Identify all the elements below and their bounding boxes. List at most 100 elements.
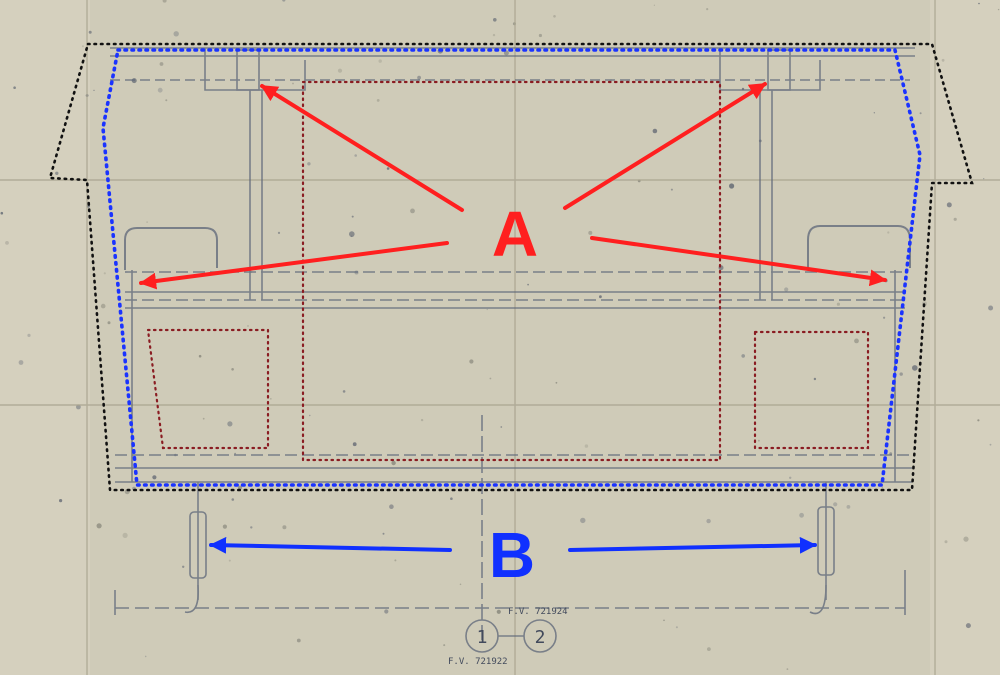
- paper-speck: [983, 178, 985, 180]
- paper-speck: [351, 215, 354, 218]
- paper-speck: [100, 303, 106, 309]
- paper-speck: [202, 417, 205, 420]
- paper-speck: [729, 183, 735, 189]
- paper-speck: [899, 372, 903, 376]
- paper-speck: [18, 360, 24, 365]
- paper-speck: [846, 505, 851, 509]
- paper-speck: [741, 354, 745, 358]
- paper-speck: [553, 14, 556, 18]
- paper-speck: [653, 4, 656, 6]
- paper-speck: [13, 86, 16, 89]
- paper-speck: [555, 381, 558, 384]
- paper-speck: [394, 559, 397, 562]
- paper-speck: [173, 31, 179, 37]
- paper-speck: [352, 442, 357, 447]
- paper-speck: [382, 532, 385, 535]
- paper-speck: [977, 419, 980, 422]
- paper-speck: [854, 338, 859, 344]
- reference-number-bottom: F.V. 721922: [448, 657, 508, 667]
- paper-speck: [222, 524, 227, 529]
- arrows-a: [139, 82, 887, 290]
- paper-speck: [496, 609, 501, 614]
- paper-speck: [76, 404, 81, 410]
- paper-speck: [231, 368, 234, 371]
- paper-speck: [599, 295, 602, 299]
- label-a: A: [492, 198, 538, 270]
- paper-speck: [157, 87, 163, 93]
- paper-speck: [410, 208, 415, 214]
- paper-speck: [580, 517, 586, 524]
- paper-speck: [493, 18, 497, 22]
- paper-speck: [789, 476, 792, 479]
- paper-speck: [450, 497, 453, 501]
- outline-blue-dotted: [101, 48, 922, 487]
- paper-speck: [81, 45, 84, 48]
- arrow-b-left: [209, 536, 452, 554]
- paper-speck: [354, 154, 358, 157]
- paper-speck: [234, 452, 237, 455]
- paper-speck: [386, 167, 390, 170]
- paper-speck: [503, 50, 509, 56]
- paper-speck: [307, 162, 311, 166]
- paper-speck: [378, 59, 382, 63]
- paper-speck: [786, 668, 789, 670]
- paper-speck: [953, 217, 957, 221]
- paper-speck: [988, 305, 994, 311]
- paper-speck: [337, 68, 343, 73]
- paper-speck: [758, 439, 760, 442]
- paper-speck: [707, 647, 711, 651]
- paper-speck: [459, 583, 462, 586]
- paper-speck: [282, 525, 287, 530]
- paper-speck: [813, 377, 817, 381]
- paper-speck: [349, 231, 355, 237]
- paper-speck: [389, 504, 394, 510]
- paper-speck: [107, 321, 111, 325]
- circle-label-1: 1: [477, 627, 488, 648]
- paper-speck: [883, 316, 886, 319]
- paper-speck: [247, 325, 249, 327]
- paper-speck: [384, 609, 389, 614]
- paper-speck: [887, 231, 890, 234]
- paper-speck: [227, 421, 233, 427]
- paper-speck: [165, 99, 168, 102]
- paper-speck: [799, 512, 804, 518]
- paper-speck: [963, 536, 969, 542]
- label-b: B: [489, 519, 535, 591]
- paper-speck: [59, 499, 63, 503]
- blueprint-linework: [110, 47, 915, 653]
- paper-speck: [144, 655, 147, 658]
- outline-black-dotted: [48, 42, 974, 492]
- outline-maroon-dotted: [146, 80, 870, 462]
- paper-speck: [492, 33, 496, 37]
- paper-speck: [997, 8, 1000, 11]
- paper-speck: [238, 485, 242, 490]
- paper-speck: [342, 390, 346, 393]
- paper-speck: [417, 75, 421, 80]
- paper-speck: [881, 486, 884, 488]
- paper-speck: [944, 540, 948, 544]
- paper-speck: [538, 33, 543, 38]
- paper-speck: [182, 565, 185, 568]
- paper-speck: [277, 231, 281, 234]
- paper-speck: [5, 241, 9, 245]
- paper-speck: [0, 211, 4, 215]
- paper-speck: [469, 359, 474, 364]
- paper-speck: [965, 623, 971, 629]
- paper-speck: [376, 99, 380, 102]
- paper-speck: [250, 526, 253, 529]
- paper-speck: [873, 112, 875, 114]
- paper-speck: [103, 272, 106, 275]
- paper-speck: [919, 112, 922, 115]
- paper-speck: [784, 287, 789, 292]
- paper-speck: [527, 283, 529, 286]
- paper-speck: [27, 333, 31, 337]
- paper-speck: [55, 171, 59, 175]
- paper-speck: [836, 302, 841, 306]
- paper-speck: [152, 475, 157, 480]
- paper-speck: [833, 502, 838, 507]
- paper-speck: [584, 444, 589, 448]
- paper-light-patch: [930, 0, 1000, 675]
